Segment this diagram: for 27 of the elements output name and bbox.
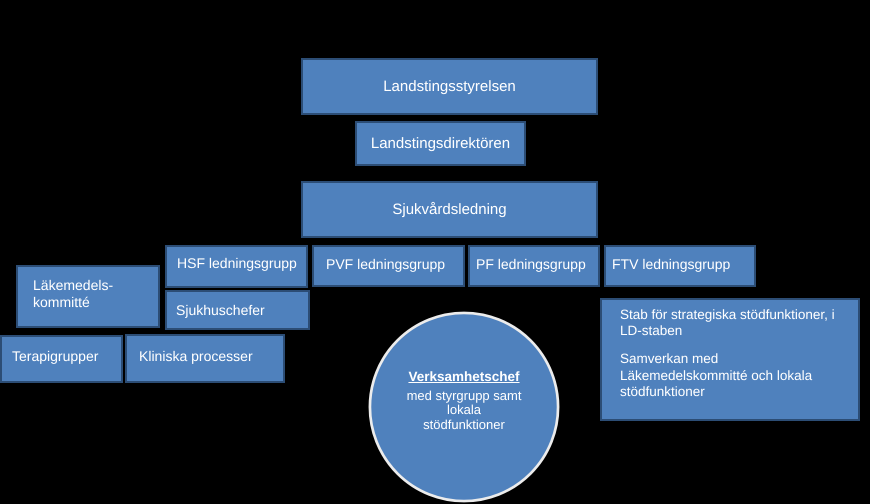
unit-label: HSF ledningsgrupp [177,255,298,272]
org-unit-box [468,245,600,287]
unit-label: Läkemedels- kommitté [33,276,114,310]
org-unit-box [312,245,465,287]
org-unit-box [301,181,598,238]
org-unit-box [125,334,285,383]
org-unit-box [165,290,310,330]
unit-label: PF ledningsgrupp [476,256,587,272]
unit-label: Terapigrupper [12,348,100,364]
org-unit-box [165,245,308,288]
unit-label: PVF ledningsgrupp [326,256,446,272]
heading-text: Verksamhetschef [408,369,520,386]
note-text: Samverkan med Läkemedelskommitté och lokala stödfunktioner [620,351,814,400]
unit-label: Kliniska processer [139,348,254,365]
org-unit-box [0,335,123,383]
unit-label: Sjukhuschefer [176,302,266,318]
org-unit-box [355,121,526,166]
body-text: med styrgrupp samt lokala stödfunktioner [406,389,522,432]
unit-label: Landstingsstyrelsen [382,78,517,96]
org-unit-box [301,58,598,115]
unit-label: Sjukvårdsledning [391,200,508,218]
org-unit-box [16,265,160,328]
unit-label: FTV ledningsgrupp [612,256,732,272]
note-box [600,298,860,421]
unit-label: Landstingsdirektören [370,134,512,152]
org-unit-box [604,245,756,287]
note-text: Stab för strategiska stödfunktioner, i LD-staben [620,307,836,340]
